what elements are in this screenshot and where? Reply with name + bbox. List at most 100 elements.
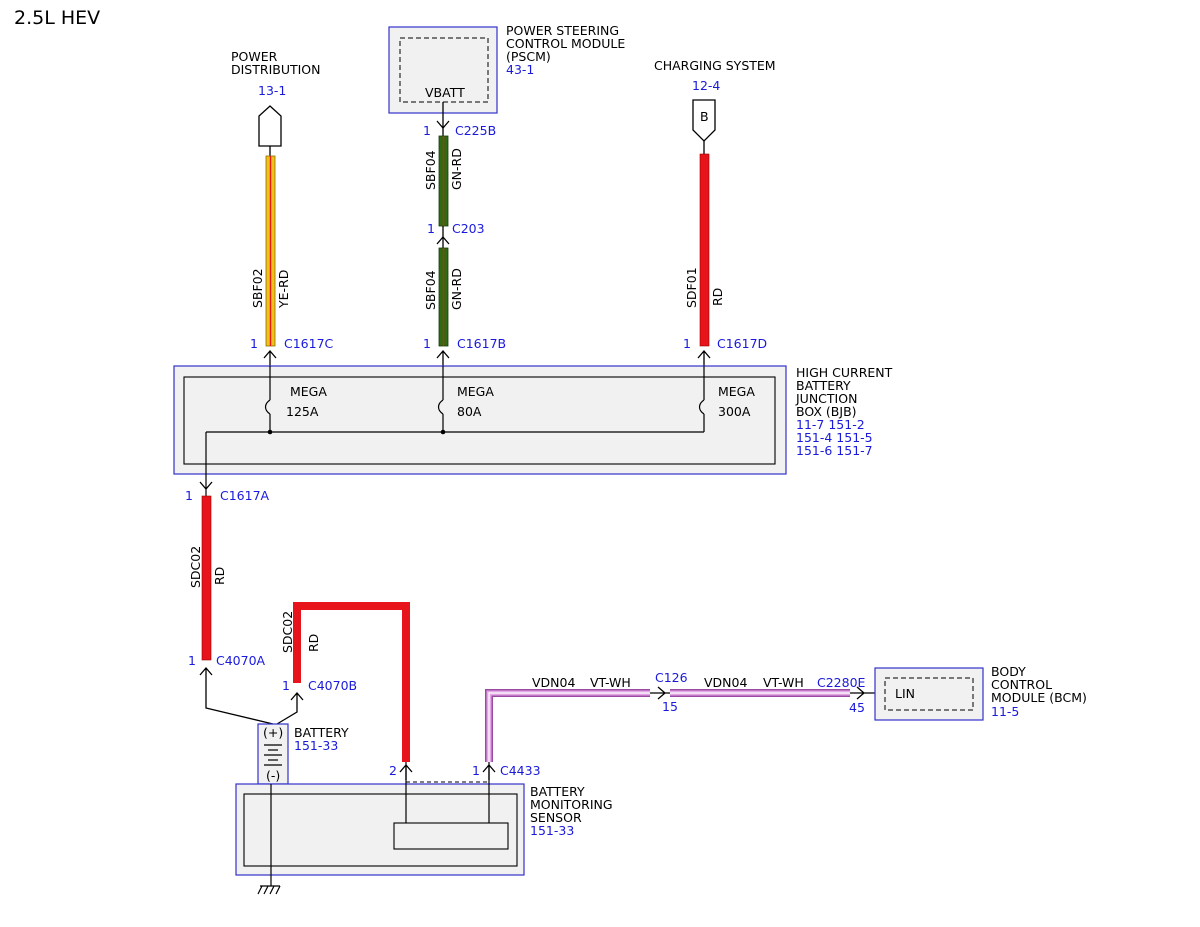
wire-vdn04-right-circuit: VDN04 — [704, 675, 747, 690]
wire-sdc02-a — [201, 495, 212, 661]
fuse-80a — [437, 366, 446, 435]
battery-minus-label: (-) — [266, 768, 280, 783]
pscm-pin-label: VBATT — [425, 85, 465, 100]
fuse-125a — [264, 366, 273, 435]
power-distribution-label-line2: DISTRIBUTION — [231, 62, 321, 77]
bjb-ref-line1: 11-7 151-2 — [796, 417, 865, 432]
bcm-module-box — [874, 667, 984, 721]
wire-sbf02-circuit: SBF02 — [250, 268, 265, 308]
c203-pin: 1 — [427, 221, 435, 236]
battery-box — [257, 723, 289, 785]
bms-pin2-connector-icon — [399, 764, 413, 780]
wire-sdf01-color: RD — [710, 288, 725, 306]
charging-system-ref: 12-4 — [692, 78, 720, 93]
c126-pin: 15 — [662, 699, 678, 714]
c4070b-connector-icon — [276, 692, 304, 725]
pscm-module-box — [388, 26, 498, 114]
charging-system-label: CHARGING SYSTEM — [654, 58, 776, 73]
wire-sbf04-upper-circuit: SBF04 — [423, 150, 438, 190]
wire-sdc02-b-circuit: SDC02 — [280, 611, 295, 653]
fuse-125a-rating: 125A — [286, 404, 319, 419]
pscm-label-line1: POWER STEERING — [506, 23, 619, 38]
c1617c-name: C1617C — [284, 336, 334, 351]
c1617b-connector-icon — [436, 350, 450, 366]
c1617d-name: C1617D — [717, 336, 767, 351]
c4070b-name: C4070B — [308, 678, 357, 693]
pscm-label-line2: CONTROL MODULE — [506, 36, 625, 51]
c4433-name: C4433 — [500, 763, 541, 778]
pscm-label-line3: (PSCM) — [506, 49, 551, 64]
battery-label: BATTERY — [294, 725, 349, 740]
c225b-name: C225B — [455, 123, 496, 138]
wire-sbf04-upper — [438, 135, 449, 227]
c2280e-pin: 45 — [849, 700, 865, 715]
bjb-label-line1: HIGH CURRENT — [796, 365, 893, 380]
bcm-label-line3: MODULE (BCM) — [991, 690, 1087, 705]
bms-pin2-label: 2 — [389, 763, 397, 778]
charging-system-terminal — [692, 99, 716, 142]
bjb-label-line2: BATTERY — [796, 378, 851, 393]
fuse-80a-type: MEGA — [457, 384, 494, 399]
c2280e-name: C2280E — [817, 675, 866, 690]
wire-sdc02-a-color: RD — [212, 567, 227, 585]
wire-vdn04-left-circuit: VDN04 — [532, 675, 575, 690]
c4070a-name: C4070A — [216, 653, 266, 668]
bjb-label-line3: JUNCTION — [795, 391, 857, 406]
wire-sdc02-a-circuit: SDC02 — [188, 546, 203, 588]
fuse-125a-type: MEGA — [290, 384, 327, 399]
c4433-pin: 1 — [472, 763, 480, 778]
c225b-connector-icon — [436, 120, 450, 129]
c1617b-pin: 1 — [423, 336, 431, 351]
bjb-ref-line2: 151-4 151-5 — [796, 430, 873, 445]
c126-name: C126 — [655, 670, 688, 685]
wire-sdc02-b — [293, 602, 410, 762]
wire-vdn04-left — [485, 689, 650, 762]
bms-label-line3: SENSOR — [530, 810, 582, 825]
bms-label-line2: MONITORING — [530, 797, 613, 812]
power-distribution-ref: 13-1 — [258, 83, 286, 98]
ground-icon — [257, 784, 281, 895]
wire-vdn04-right-color: VT-WH — [763, 675, 804, 690]
bms-ref: 151-33 — [530, 823, 574, 838]
wire-sbf04-lower-circuit: SBF04 — [423, 270, 438, 310]
c2280e-connector-icon — [850, 686, 875, 700]
wire-sdf01-circuit: SDF01 — [684, 267, 699, 308]
c203-name: C203 — [452, 221, 485, 236]
bjb-module-box — [173, 365, 787, 475]
bjb-ref-line3: 151-6 151-7 — [796, 443, 873, 458]
wire-sbf02-color: YE-RD — [276, 270, 291, 309]
c1617a-pin: 1 — [185, 488, 193, 503]
c4433-connector-icon — [482, 764, 496, 780]
battery-plus-label: (+) — [263, 725, 283, 740]
bcm-label-line1: BODY — [991, 664, 1026, 679]
c1617a-connector-icon — [199, 481, 213, 490]
wire-sdf01 — [699, 153, 710, 347]
c225b-pin: 1 — [423, 123, 431, 138]
wire-sbf04-lower-color: GN-RD — [449, 268, 464, 310]
c1617d-connector-icon — [697, 350, 711, 366]
c1617d-pin: 1 — [683, 336, 691, 351]
wire-sbf04-lower — [438, 247, 449, 347]
wire-vdn04-left-color: VT-WH — [590, 675, 631, 690]
wire-sdc02-b-color: RD — [306, 634, 321, 652]
bcm-label-line2: CONTROL — [991, 677, 1052, 692]
bms-sensor-element — [393, 822, 509, 850]
c126-connector-icon — [650, 686, 670, 700]
fuse-80a-rating: 80A — [457, 404, 482, 419]
bcm-pin-label: LIN — [895, 686, 915, 701]
c4070b-pin: 1 — [282, 678, 290, 693]
c1617c-connector-icon — [263, 350, 277, 366]
bms-label-line1: BATTERY — [530, 784, 585, 799]
fuse-300a — [698, 366, 705, 432]
bjb-label-line4: BOX (BJB) — [796, 404, 857, 419]
charging-system-pin-label: B — [700, 109, 709, 124]
c4070a-pin: 1 — [188, 653, 196, 668]
power-distribution-label-line1: POWER — [231, 49, 278, 64]
bcm-ref: 11-5 — [991, 704, 1019, 719]
pscm-ref: 43-1 — [506, 62, 534, 77]
battery-ref: 151-33 — [294, 738, 338, 753]
c1617b-name: C1617B — [457, 336, 506, 351]
wire-sbf04-upper-color: GN-RD — [449, 148, 464, 190]
diagram-title: 2.5L HEV — [14, 7, 100, 29]
